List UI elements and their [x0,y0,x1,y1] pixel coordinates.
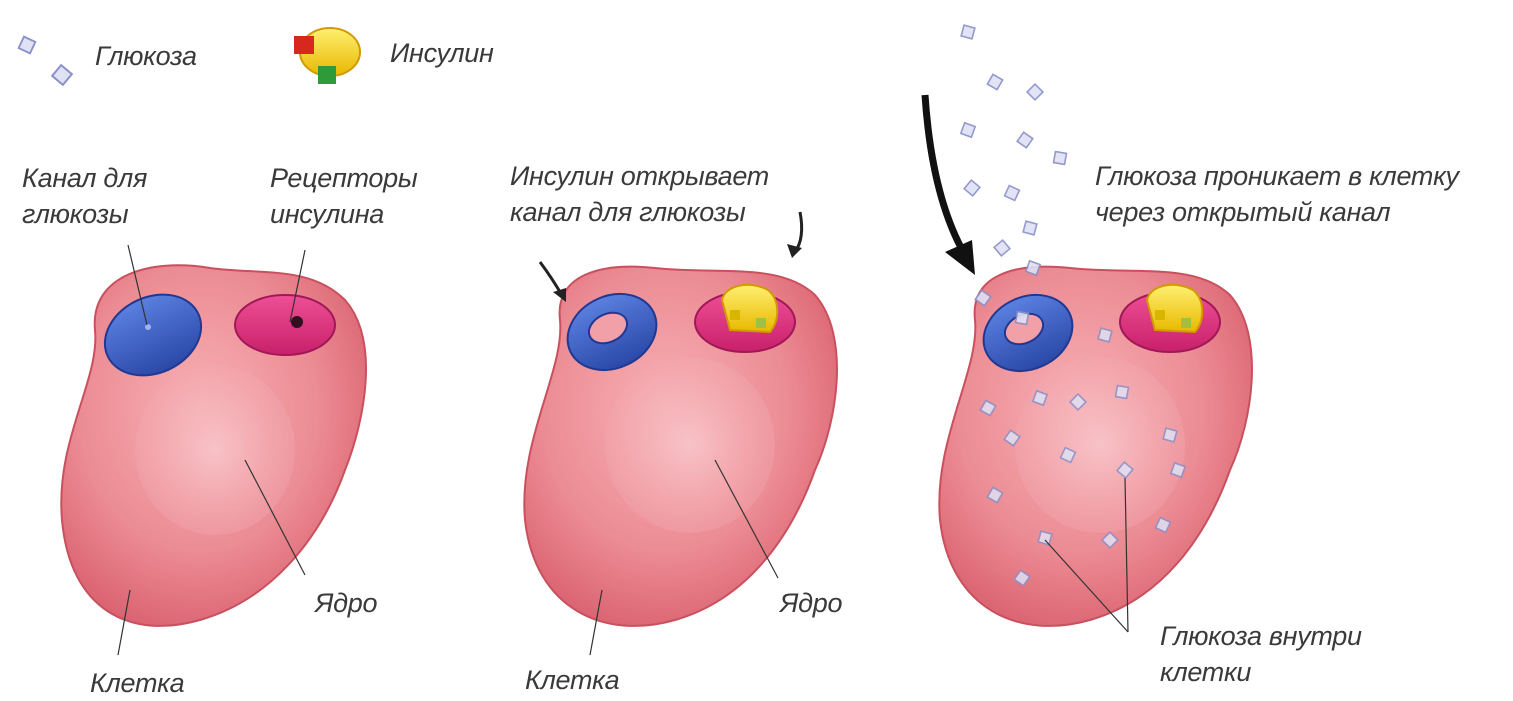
panel2-caption: Инсулин открывает канал для глюкозы [510,158,769,230]
panel2-caption-line-2: канал для глюкозы [510,194,769,230]
nucleus-label-2: Ядро [780,585,842,621]
receptor-label-line-2: инсулина [270,196,417,232]
cell-label-1: Клетка [90,665,184,701]
channel-label: Канал для глюкозы [22,160,147,232]
nucleus-label-1: Ядро [315,585,377,621]
nucleus-3 [1015,357,1185,533]
cell-3 [925,25,1252,632]
receptor-label-line-1: Рецепторы [270,160,417,196]
legend-insulin-label: Инсулин [390,35,494,71]
legend-glucose-label: Глюкоза [95,38,197,74]
cell-label-2: Клетка [525,662,619,698]
panel3-caption-line-1: Глюкоза проникает в клетку [1095,158,1459,194]
glucose-inside-label: Глюкоза внутри клетки [1160,618,1362,690]
nucleus-2 [605,357,775,533]
glucose-inside-label-line-1: Глюкоза внутри [1160,618,1362,654]
panel2-caption-line-1: Инсулин открывает [510,158,769,194]
channel-label-line-1: Канал для [22,160,147,196]
legend-insulin-icon [294,28,360,84]
receptor-label: Рецепторы инсулина [270,160,417,232]
glucose-inside-label-line-2: клетки [1160,654,1362,690]
panel3-caption: Глюкоза проникает в клетку через открыты… [1095,158,1459,230]
panel3-caption-line-2: через открытый канал [1095,194,1459,230]
insulin-receptor-1 [235,295,335,355]
legend-glucose-icon [19,37,72,85]
channel-label-line-2: глюкозы [22,196,147,232]
